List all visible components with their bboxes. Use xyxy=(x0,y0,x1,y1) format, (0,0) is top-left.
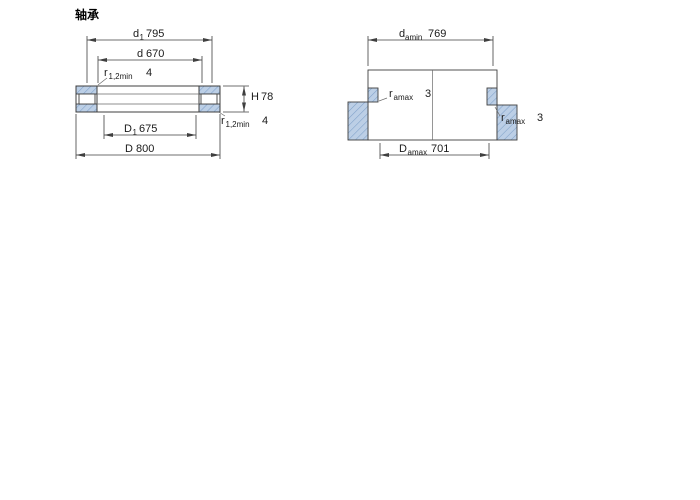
dim-D1-subscript: 1 xyxy=(133,128,138,137)
dim-d-value: 670 xyxy=(146,48,164,60)
dim-da-subscript: amin xyxy=(405,33,422,42)
dim-H-symbol: H xyxy=(251,91,259,103)
dim-r12-top-symbol: r xyxy=(104,67,108,79)
dim-D-symbol: D xyxy=(125,143,133,155)
dim-d1-value: 795 xyxy=(146,28,164,40)
housing-step-section xyxy=(486,87,498,106)
dim-d1: d 1 795 xyxy=(86,28,213,83)
dim-H-value: 78 xyxy=(261,91,273,103)
shaft-washer-section-left xyxy=(75,85,98,95)
dim-ra-top-symbol: r xyxy=(389,88,393,100)
dim-D: D 800 xyxy=(75,114,221,159)
dim-H: H 78 xyxy=(223,85,273,113)
roller-section-left xyxy=(78,93,96,105)
page-title: 轴承 xyxy=(75,7,99,22)
housing-washer-section-left xyxy=(75,103,98,113)
dim-d: d 670 xyxy=(97,48,203,83)
dim-r12-top-value: 4 xyxy=(146,67,152,79)
dim-r12-bottom: r 1,2min 4 xyxy=(219,112,268,129)
dim-Da-subscript: amax xyxy=(408,148,428,157)
abutment-view xyxy=(347,69,518,141)
dim-D1-value: 675 xyxy=(139,123,157,135)
dim-D1-symbol: D xyxy=(124,123,132,135)
dim-Da: D amax 701 xyxy=(379,143,490,159)
dim-ra-side: r amax 3 xyxy=(494,106,543,126)
shaft-step-section xyxy=(367,87,379,103)
dim-r12-top-leader xyxy=(97,77,108,86)
housing-shoulder-section xyxy=(496,104,518,141)
dim-d1-symbol: d xyxy=(133,28,139,40)
dim-r12-bottom-value: 4 xyxy=(262,115,268,127)
dim-ra-top-value: 3 xyxy=(425,88,431,100)
cross-section-view xyxy=(75,85,221,113)
dim-r12-top: r 1,2min 4 xyxy=(97,67,152,86)
dim-d1-subscript: 1 xyxy=(140,33,145,42)
dim-r12-bottom-leader xyxy=(219,112,226,117)
dim-r12-bottom-symbol: r xyxy=(221,115,225,127)
dim-da-symbol: d xyxy=(399,28,405,40)
dim-da: d amin 769 xyxy=(367,28,494,66)
dim-r12-bottom-subscript: 1,2min xyxy=(226,120,250,129)
dim-r12-top-subscript: 1,2min xyxy=(109,72,133,81)
roller-section-right xyxy=(200,93,218,105)
dim-da-value: 769 xyxy=(428,28,446,40)
dim-ra-side-leader xyxy=(494,106,501,117)
dim-Da-value: 701 xyxy=(431,143,449,155)
dim-ra-top-subscript: amax xyxy=(394,93,414,102)
dim-d-symbol: d xyxy=(137,48,143,60)
dim-ra-top: r amax 3 xyxy=(378,88,431,102)
dim-Da-symbol: D xyxy=(399,143,407,155)
dim-D1: D 1 675 xyxy=(103,115,197,139)
dim-ra-side-value: 3 xyxy=(537,112,543,124)
shaft-washer-section-right xyxy=(198,85,221,95)
dim-ra-side-symbol: r xyxy=(501,112,505,124)
shaft-shoulder-section xyxy=(347,101,369,141)
dim-ra-side-subscript: amax xyxy=(506,117,526,126)
housing-washer-section-right xyxy=(198,103,221,113)
dim-D-value: 800 xyxy=(136,143,154,155)
dim-ra-top-leader xyxy=(378,97,388,102)
